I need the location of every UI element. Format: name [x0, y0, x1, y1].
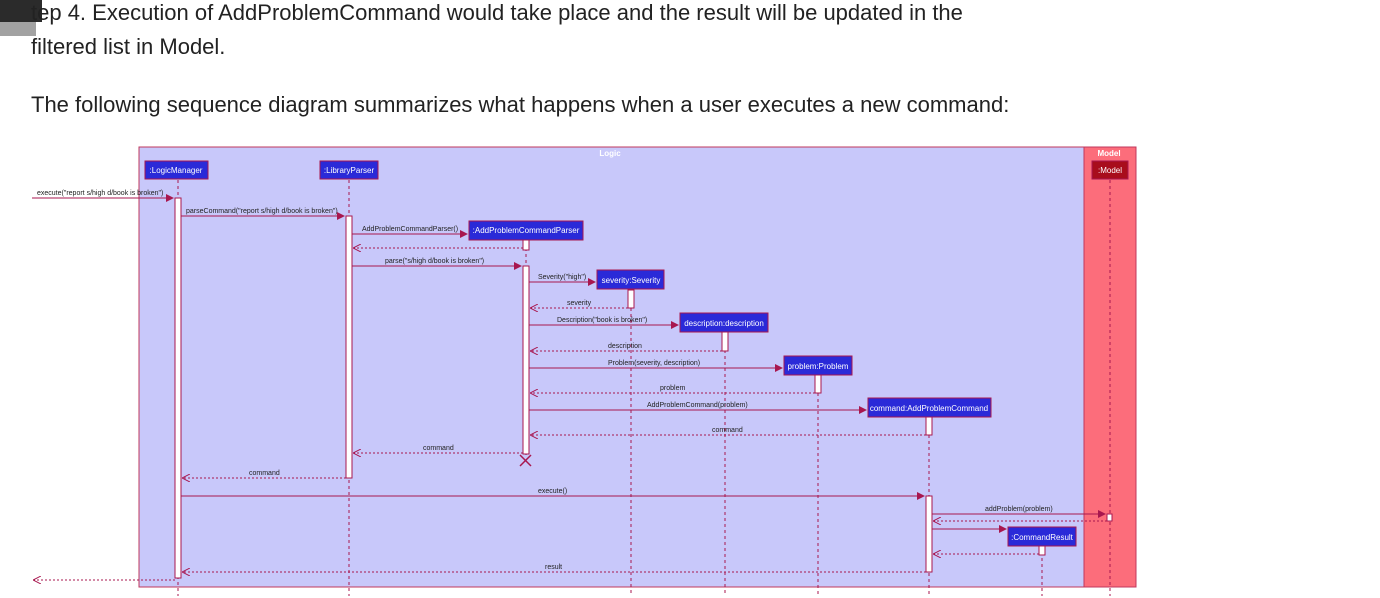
msg-execute-in-label: execute("report s/high d/book is broken"…	[37, 190, 163, 197]
msg-command-call-label: AddProblemCommand(problem)	[647, 402, 748, 409]
cursor-shadow	[0, 22, 36, 36]
mouse-cursor-overlay	[0, 0, 42, 22]
participant-description-label: description:description	[684, 319, 764, 328]
return-parser-label: command	[423, 445, 454, 452]
participant-library-parser-label: :LibraryParser	[324, 166, 375, 175]
intro-paragraph: The following sequence diagram summarize…	[31, 92, 1010, 117]
participant-add-problem-command-parser-label: :AddProblemCommandParser	[473, 226, 580, 235]
msg-parse-command-label: parseCommand("report s/high d/book is br…	[186, 208, 338, 215]
participant-logic-manager-label: :LogicManager	[150, 166, 203, 175]
participant-model	[1091, 160, 1129, 180]
activation-bars	[174, 197, 1113, 579]
logic-box-title: Logic	[599, 149, 621, 158]
participant-severity-label: severity:Severity	[602, 276, 661, 285]
msg-parse-label: parse("s/high d/book is broken")	[385, 258, 484, 265]
participant-model-label: :Model	[1098, 166, 1122, 175]
sequence-diagram: Logic Model :LogicManager :LibraryParser…	[32, 146, 1137, 596]
participant-logic-manager	[144, 160, 209, 180]
return-command-label: command	[712, 427, 743, 434]
participant-severity	[596, 269, 665, 290]
step-text: tep 4. Execution of AddProblemCommand wo…	[31, 0, 963, 25]
step-text-continued: filtered list in Model.	[31, 34, 226, 59]
return-library-parser-label: command	[249, 470, 280, 477]
msg-description-call-label: Description("book is broken")	[557, 317, 647, 324]
return-description-label: description	[608, 343, 642, 350]
msg-problem-call-label: Problem(severity, description)	[608, 360, 700, 367]
return-severity-label: severity	[567, 300, 592, 307]
participant-add-problem-command-label: command:AddProblemCommand	[870, 404, 988, 413]
destroy-mark	[519, 454, 532, 467]
participant-command-result-label: :CommandResult	[1011, 533, 1074, 542]
return-problem-label: problem	[660, 385, 685, 392]
msg-create-parser-label: AddProblemCommandParser()	[362, 226, 458, 233]
model-box-title: Model	[1097, 149, 1120, 158]
msg-add-problem-label: addProblem(problem)	[985, 506, 1053, 513]
msg-execute-label: execute()	[538, 488, 567, 495]
participant-library-parser	[319, 160, 379, 180]
participant-problem-label: problem:Problem	[788, 362, 849, 371]
msg-severity-call-label: Severity("high")	[538, 274, 586, 281]
return-result-label: result	[545, 564, 562, 571]
